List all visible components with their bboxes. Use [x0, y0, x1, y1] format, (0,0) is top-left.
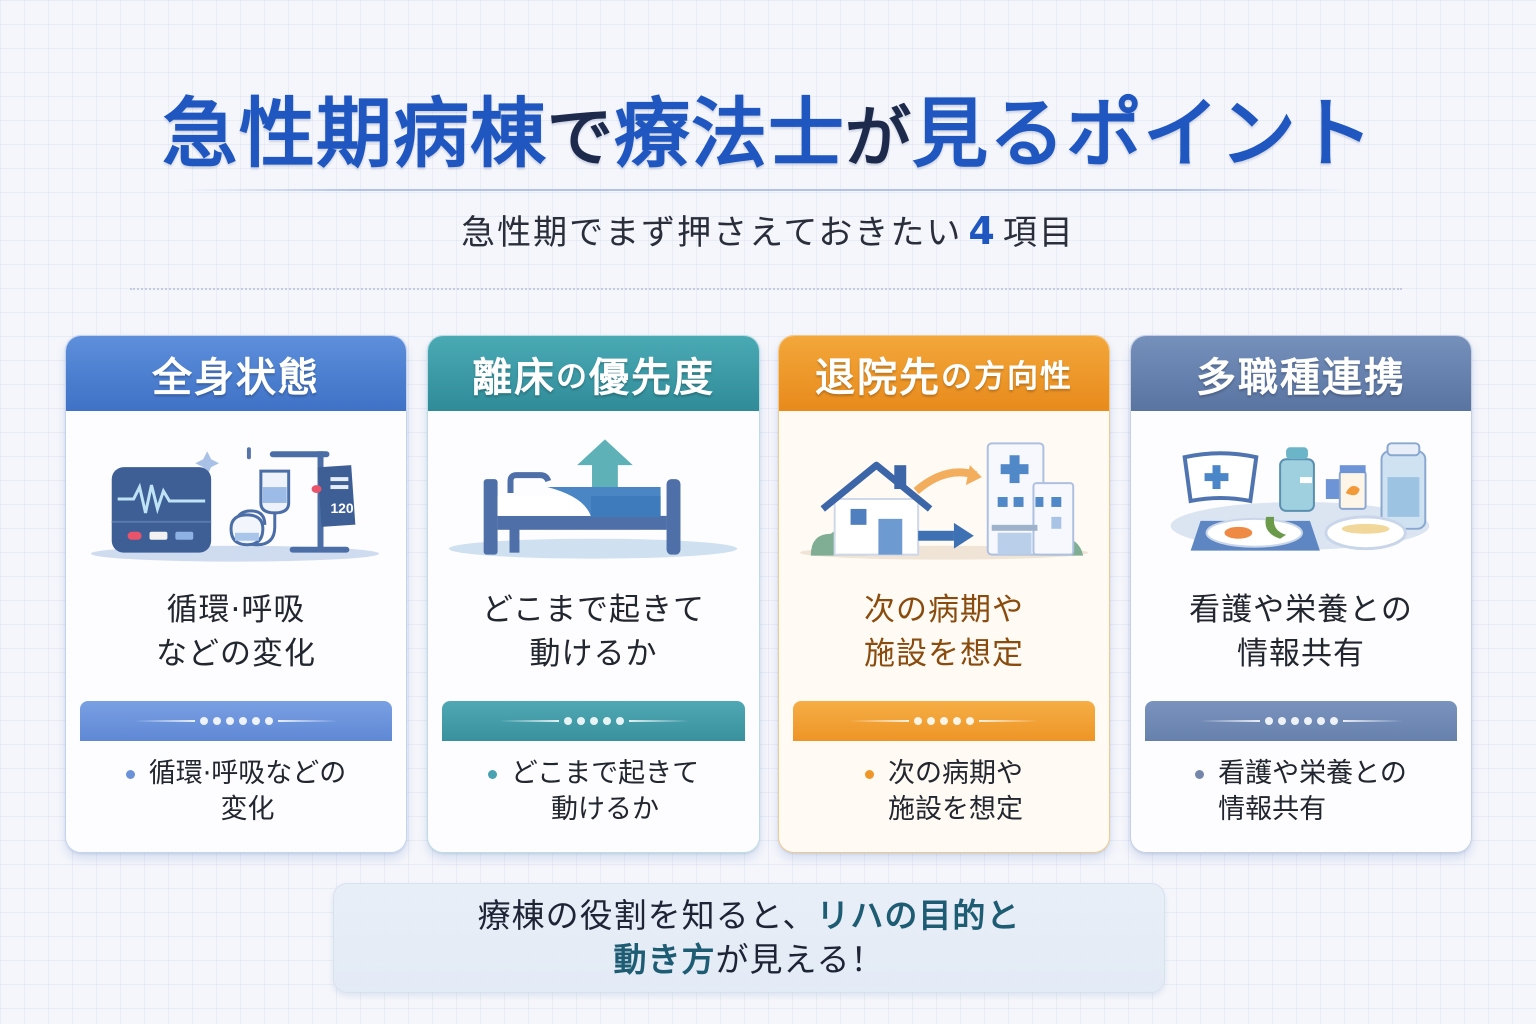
svg-text:120: 120 — [330, 500, 353, 516]
main-line-2: 情報共有 — [1237, 636, 1365, 672]
card-title: 退院先 — [815, 354, 941, 401]
bullet-line-2: 情報共有 — [1218, 794, 1327, 825]
card-discharge-direction: 退院先の方向性 次の病期や — [778, 335, 1110, 853]
card-title: 離床 — [472, 354, 556, 401]
bullet-line-2: 変化 — [220, 794, 275, 825]
card-main-text: 循環·呼吸 などの変化 — [66, 588, 406, 676]
bullet-dot-icon — [125, 770, 135, 779]
title-particle-de: で — [547, 99, 614, 176]
card-main-text: 次の病期や 施設を想定 — [779, 588, 1109, 676]
bullet-dot-icon — [865, 770, 874, 779]
card-title-rest: 優先度 — [589, 354, 715, 401]
bullet-dot-icon — [1195, 770, 1205, 779]
page-title: 急性期病棟で療法士が見るポイント — [0, 72, 1536, 182]
card-separator-band — [442, 701, 745, 741]
summary-text-highlight: リハの目的と — [816, 896, 1021, 935]
nurse-cap-meal-tray-medicine-icon — [1131, 421, 1471, 571]
card-header: 多職種連携 — [1131, 336, 1471, 411]
title-divider — [180, 189, 1350, 191]
dot-ornament-icon — [498, 717, 689, 725]
dot-ornament-icon — [1199, 717, 1403, 725]
card-separator-band — [1145, 701, 1457, 741]
card-bullet: どこまで起きて 動けるか — [428, 756, 759, 828]
subtitle-suffix: 項目 — [1002, 213, 1075, 253]
main-line-2: などの変化 — [156, 636, 316, 672]
card-main-text: 看護や栄養との 情報共有 — [1131, 588, 1471, 676]
summary-text-plain: が見える！ — [715, 940, 885, 979]
subtitle-prefix: 急性期でまず押さえておきたい — [461, 213, 963, 253]
card-title-particle: の — [941, 359, 974, 395]
card-mobilization-priority: 離床の優先度 どこまで起きて 動けるか どこまで起きて 動けるか — [427, 335, 760, 853]
summary-callout: 療棟の役割を知ると、リハの目的と 動き方が見える！ — [333, 883, 1165, 993]
main-line-1: 次の病期や — [864, 592, 1024, 628]
bullet-line-1: 次の病期や — [888, 758, 1023, 789]
bullet-line-1: 循環·呼吸などの — [148, 758, 347, 789]
main-line-1: どこまで起きて — [481, 592, 706, 628]
card-title-rest: 方向性 — [974, 359, 1073, 395]
card-header: 退院先の方向性 — [779, 336, 1109, 411]
summary-line-2: 動き方が見える！ — [334, 938, 1164, 982]
title-part-acute-ward: 急性期病棟 — [162, 89, 547, 178]
dotted-divider — [130, 288, 1402, 290]
card-bullet: 看護や栄養との 情報共有 — [1131, 756, 1471, 828]
dot-ornament-icon — [134, 717, 338, 725]
card-bullet: 循環·呼吸などの 変化 — [66, 756, 406, 828]
main-line-1: 循環·呼吸 — [166, 592, 306, 628]
summary-line-1: 療棟の役割を知ると、リハの目的と — [334, 894, 1164, 938]
summary-text-highlight: 動き方 — [613, 940, 716, 979]
main-line-2: 動けるか — [529, 636, 658, 672]
card-interprofessional-collaboration: 多職種連携 看護や栄養との 情報共有 — [1130, 335, 1472, 853]
vital-monitor-iv-drip-icon: 120 — [66, 421, 406, 571]
title-part-points: 見るポイント — [912, 89, 1374, 178]
bullet-line-2: 動けるか — [550, 794, 659, 825]
title-particle-ga: が — [845, 99, 912, 176]
home-to-hospital-icon — [779, 421, 1109, 571]
card-main-text: どこまで起きて 動けるか — [428, 588, 759, 676]
card-bullet: 次の病期や 施設を想定 — [779, 756, 1109, 828]
dot-ornament-icon — [849, 717, 1039, 725]
bullet-line-1: どこまで起きて — [510, 758, 700, 789]
bullet-line-1: 看護や栄養との — [1218, 758, 1407, 789]
subtitle-count: 4 — [968, 209, 997, 253]
hospital-bed-up-arrow-icon — [428, 421, 759, 571]
card-header: 全身状態 — [66, 336, 406, 411]
bullet-line-2: 施設を想定 — [888, 794, 1023, 825]
card-title-particle: の — [556, 359, 589, 395]
bullet-dot-icon — [487, 770, 497, 779]
card-title: 全身状態 — [152, 354, 320, 401]
title-part-therapist: 療法士 — [614, 89, 845, 178]
card-header: 離床の優先度 — [428, 336, 759, 411]
main-line-2: 施設を想定 — [864, 636, 1024, 672]
card-general-condition: 全身状態 120 循環·呼吸 など — [65, 335, 407, 853]
summary-text-plain: 療棟の役割を知ると、 — [477, 896, 817, 935]
card-title: 多職種連携 — [1196, 354, 1406, 401]
card-separator-band — [80, 701, 392, 741]
card-separator-band — [793, 701, 1095, 741]
main-line-1: 看護や栄養との — [1189, 592, 1413, 628]
